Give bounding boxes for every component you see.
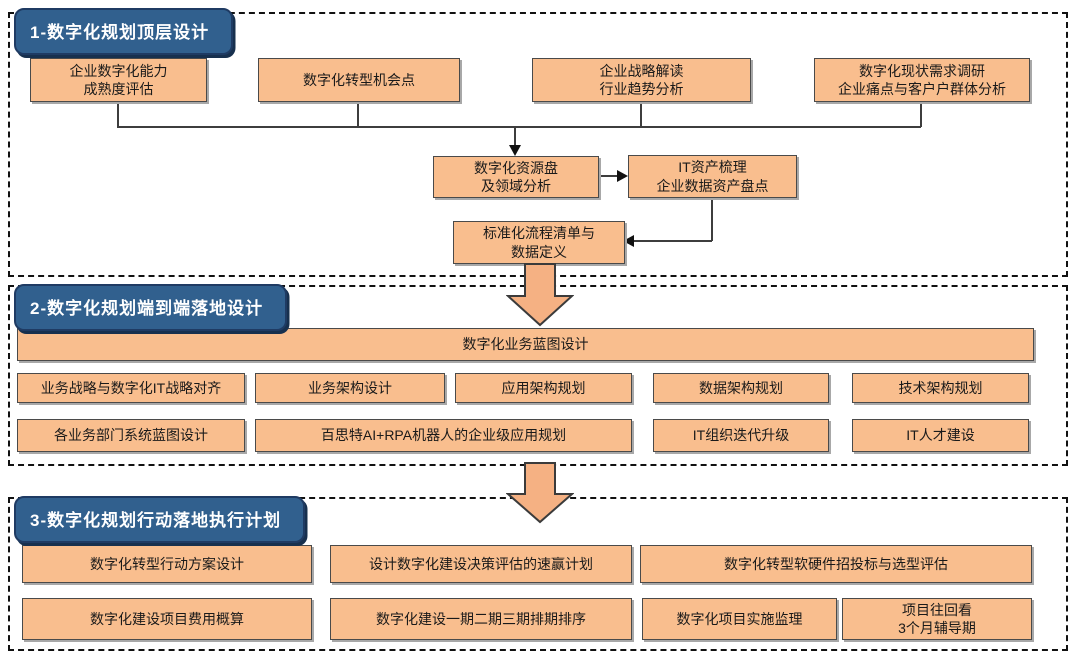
box-current-state-survey: 数字化现状需求调研 企业痛点与客户户群体分析 xyxy=(814,58,1030,102)
box-department-blueprints: 各业务部门系统蓝图设计 xyxy=(17,419,245,452)
box-cost-estimate: 数字化建设项目费用概算 xyxy=(22,598,312,640)
box-application-architecture: 应用架构规划 xyxy=(455,373,632,403)
section1-title: 1-数字化规划顶层设计 xyxy=(14,8,234,55)
section3-title: 3-数字化规划行动落地执行计划 xyxy=(14,496,306,543)
section2-title: 2-数字化规划端到端落地设计 xyxy=(14,284,288,331)
arrowhead-down-icon xyxy=(509,145,521,156)
connector-v1 xyxy=(117,100,119,127)
box-ai-rpa-planning: 百思特AI+RPA机器人的企业级应用规划 xyxy=(255,419,632,452)
bar-business-blueprint: 数字化业务蓝图设计 xyxy=(17,328,1034,361)
box-tech-architecture: 技术架构规划 xyxy=(852,373,1029,403)
block-arrow-down-2 xyxy=(506,462,574,524)
box-it-asset-sorting: IT资产梳理 企业数据资产盘点 xyxy=(628,155,797,198)
box-business-architecture: 业务架构设计 xyxy=(255,373,445,403)
box-it-talent: IT人才建设 xyxy=(852,419,1029,452)
connector-it-left xyxy=(634,240,712,242)
box-quick-win-plan: 设计数字化建设决策评估的速赢计划 xyxy=(330,545,632,583)
box-it-org-upgrade: IT组织迭代升级 xyxy=(653,419,829,452)
block-arrow-down-1 xyxy=(506,263,574,327)
connector-v2 xyxy=(357,100,359,127)
box-action-plan: 数字化转型行动方案设计 xyxy=(22,545,312,583)
connector-v3 xyxy=(640,100,642,127)
box-bidding-evaluation: 数字化转型软硬件招投标与选型评估 xyxy=(640,545,1032,583)
box-digital-resource-inventory: 数字化资源盘 及领域分析 xyxy=(433,156,599,198)
connector-center-drop xyxy=(514,126,516,146)
connector-resource-to-it xyxy=(598,175,618,177)
box-data-architecture: 数据架构规划 xyxy=(653,373,829,403)
box-strategy-interpretation: 企业战略解读 行业趋势分析 xyxy=(532,58,751,102)
box-implementation-supervision: 数字化项目实施监理 xyxy=(642,598,837,640)
box-standard-process-list: 标准化流程清单与 数据定义 xyxy=(453,221,625,264)
box-phase-scheduling: 数字化建设一期二期三期排期排序 xyxy=(330,598,632,640)
connector-v4 xyxy=(920,100,922,127)
arrowhead-right-icon xyxy=(617,170,628,182)
arrowhead-left-icon xyxy=(623,235,634,247)
connector-it-down xyxy=(711,196,713,241)
connector-hbus xyxy=(117,126,921,128)
box-maturity-assessment: 企业数字化能力 成熟度评估 xyxy=(30,58,207,102)
box-project-review: 项目往回看 3个月辅导期 xyxy=(842,598,1032,640)
box-strategy-alignment: 业务战略与数字化IT战略对齐 xyxy=(17,373,245,403)
box-transformation-opportunities: 数字化转型机会点 xyxy=(258,58,460,102)
